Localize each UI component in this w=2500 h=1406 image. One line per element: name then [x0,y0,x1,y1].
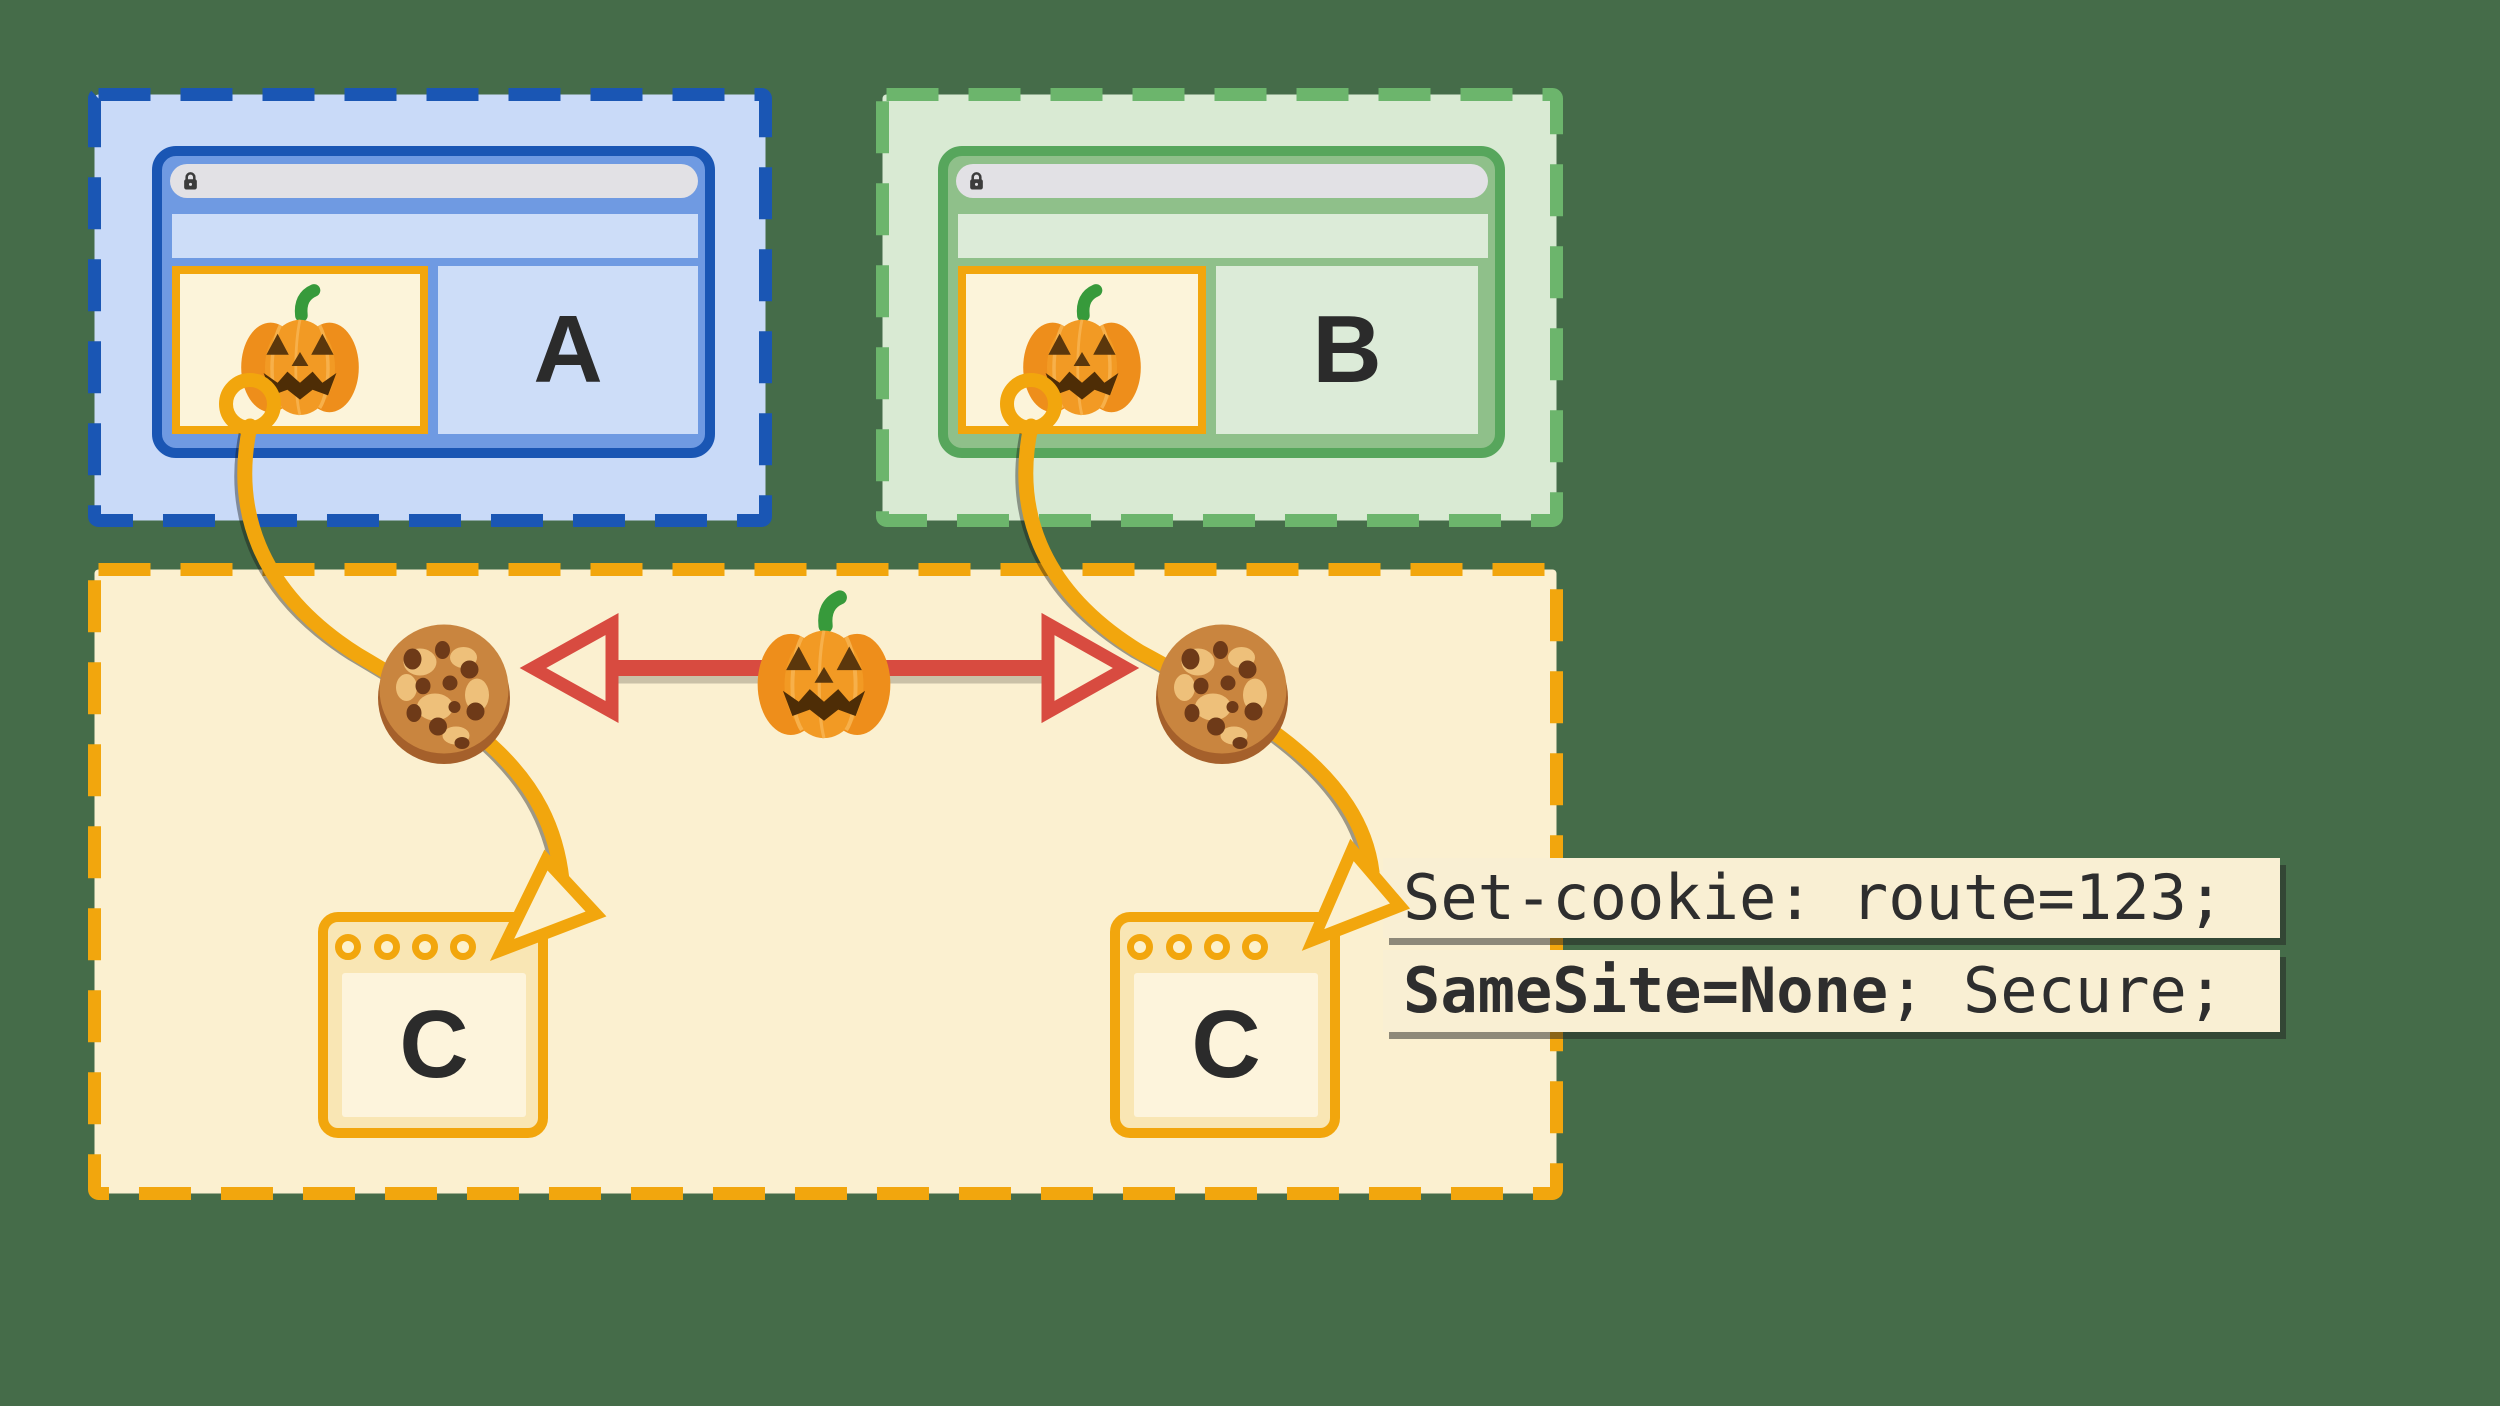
site-c-label: C [1191,991,1261,1098]
server-c-content: C [342,973,526,1117]
window-dot-icon [335,934,361,960]
page-content-b: B [1216,266,1478,434]
site-b-label: B [1312,296,1382,403]
window-dot-icon [412,934,438,960]
third-party-iframe-b [958,266,1206,434]
window-dot-icon [1127,934,1153,960]
page-content-a: A [438,266,698,434]
url-bar-a [170,164,698,198]
window-dot-icon [1166,934,1192,960]
browser-window-a: A [152,146,715,458]
browser-window-b: B [938,146,1505,458]
server-window-c-right: C [1110,912,1340,1138]
code-text: Set-cookie: route=123; [1403,861,2225,934]
toolbar-a [172,214,698,258]
server-window-c-left: C [318,912,548,1138]
window-dot-icon [374,934,400,960]
secure-text: ; Secure; [1888,954,2225,1027]
window-dot-icon [1242,934,1268,960]
pumpkin-icon [1012,282,1152,422]
samesite-none-text: SameSite=None [1403,954,1889,1027]
site-a-label: A [533,296,603,403]
pumpkin-icon [230,282,370,422]
window-dot-icon [450,934,476,960]
url-bar-b [956,164,1488,198]
set-cookie-header-line2: SameSite=None; Secure; [1383,950,2280,1032]
toolbar-b [958,214,1488,258]
server-c-content: C [1134,973,1318,1117]
lock-icon [968,170,985,192]
set-cookie-header-line1: Set-cookie: route=123; [1383,858,2280,938]
third-party-iframe-a [172,266,428,434]
window-dot-icon [1204,934,1230,960]
site-c-label: C [399,991,469,1098]
lock-icon [182,170,199,192]
